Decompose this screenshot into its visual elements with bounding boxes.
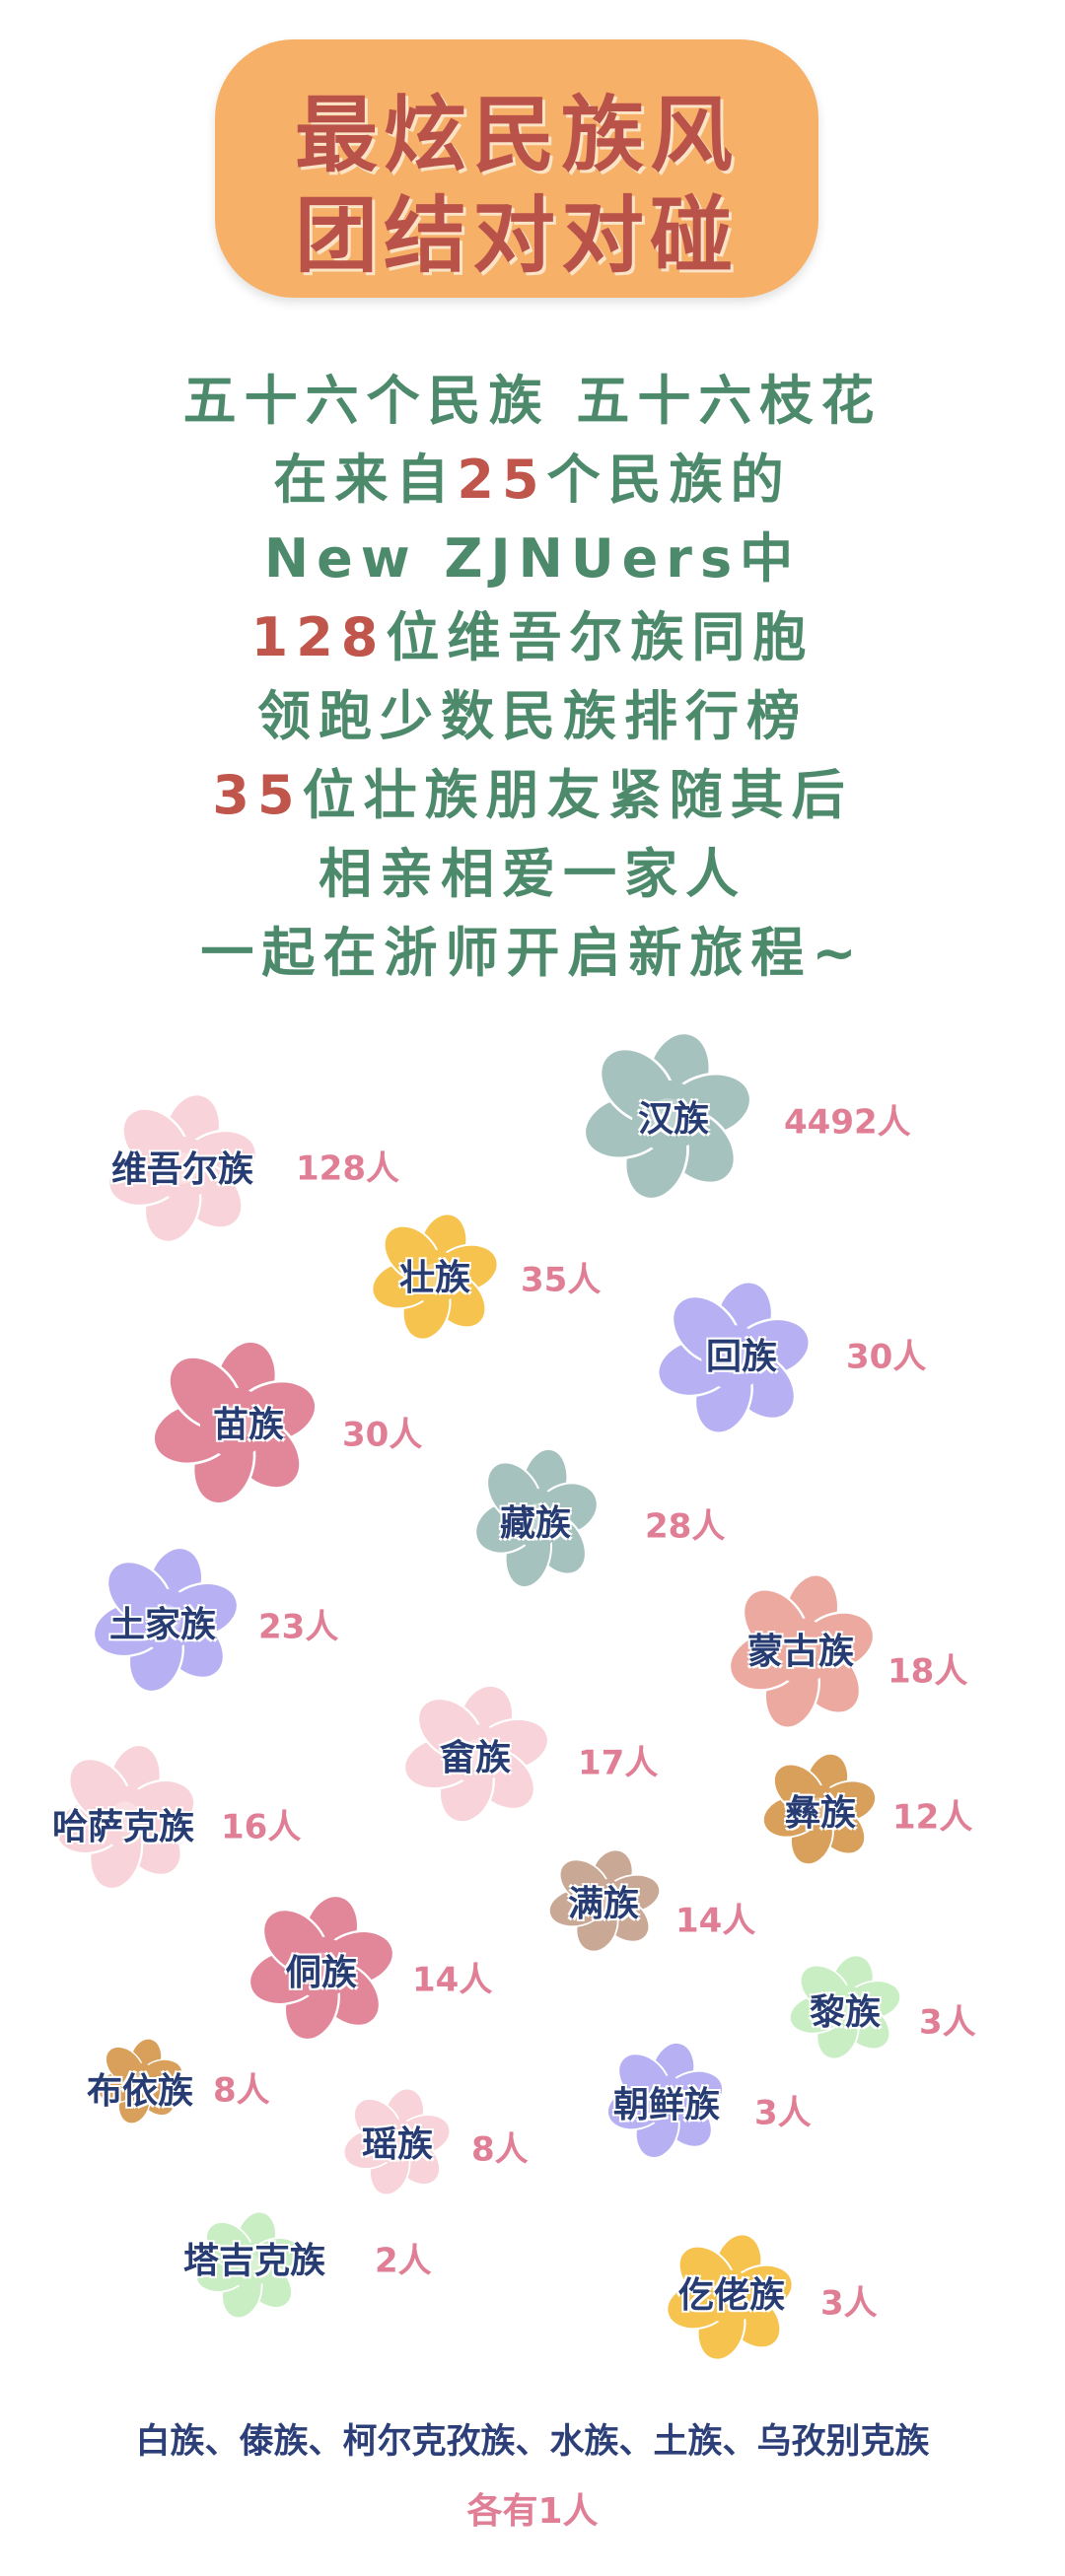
group-name: 塔吉克族 (182, 2241, 326, 2281)
intro-line-7: 相亲相爱一家人 (319, 843, 746, 905)
group-name: 彝族 (784, 1793, 857, 1834)
intro-line-3: New ZJNUers中 (263, 527, 802, 590)
group-count: 17人 (578, 1743, 659, 1783)
uyghur-count-number: 128 (250, 606, 387, 668)
flower-icon (653, 1277, 815, 1438)
footer-each-one: 各有1人 (466, 2491, 599, 2532)
intro-line-8: 一起在浙师开启新旅程~ (200, 922, 865, 984)
flower-icon (368, 1210, 502, 1344)
flower-icon (759, 1750, 880, 1868)
group-count: 3人 (820, 2283, 878, 2324)
flower-icon (104, 1089, 261, 1247)
group-name: 汉族 (637, 1099, 710, 1140)
flower-icon (545, 1846, 664, 1955)
group-count: 3人 (754, 2093, 812, 2133)
flower-icon (786, 1952, 904, 2062)
flower-icon (89, 1543, 243, 1697)
group-count: 35人 (521, 1260, 602, 1300)
group-name: 仡佬族 (677, 2275, 786, 2316)
intro-line-2-pre: 在来自 (273, 449, 458, 511)
group-name: 维吾尔族 (110, 1149, 254, 1190)
group-name: 满族 (567, 1884, 640, 1924)
group-count: 30人 (342, 1415, 423, 1455)
group-count: 23人 (258, 1607, 339, 1647)
group-name: 蒙古族 (746, 1632, 855, 1672)
intro-line-6: 35位壮族朋友紧随其后 (0, 751, 1065, 829)
group-count: 128人 (296, 1149, 399, 1189)
title-line-2: 团结对对碰 (294, 187, 739, 284)
group-name: 朝鲜族 (612, 2085, 721, 2125)
group-name: 苗族 (212, 1405, 285, 1445)
group-name: 布依族 (86, 2071, 194, 2112)
group-name: 土家族 (108, 1605, 217, 1645)
group-name: 瑶族 (361, 2124, 434, 2165)
intro-line-1: 五十六个民族 五十六枝花 (182, 370, 883, 432)
flower-icon (663, 2230, 797, 2364)
flower-icon (95, 2036, 185, 2126)
intro-line-5: 领跑少数民族排行榜 (257, 685, 808, 747)
footer-others: 白族、傣族、柯尔克孜族、水族、土族、乌孜别克族 (135, 2422, 930, 2462)
zhuang-count-number: 35 (212, 764, 303, 826)
group-name: 藏族 (499, 1503, 572, 1544)
group-count: 16人 (221, 1807, 302, 1847)
group-count: 14人 (675, 1901, 756, 1941)
group-name: 壮族 (398, 1258, 471, 1298)
intro-line-6-post: 位壮族朋友紧随其后 (302, 764, 853, 826)
group-count: 14人 (412, 1960, 493, 2000)
ethnic-count-number: 25 (457, 449, 547, 511)
group-count: 28人 (645, 1506, 726, 1547)
flower-icon (579, 1027, 756, 1205)
group-name: 黎族 (809, 1992, 882, 2033)
flower-icon (340, 2085, 454, 2198)
intro-line-2-post: 个民族的 (546, 449, 792, 511)
group-name: 侗族 (285, 1953, 358, 1993)
group-count: 8人 (471, 2129, 529, 2170)
group-name: 哈萨克族 (51, 1807, 195, 1847)
intro-line-4: 128位维吾尔族同胞 (0, 593, 1065, 671)
group-count: 3人 (919, 2002, 976, 2043)
title-banner: 最炫民族风 团结对对碰 (215, 39, 818, 298)
group-name: 回族 (705, 1337, 778, 1377)
flower-icon (604, 2039, 727, 2162)
group-count: 2人 (375, 2241, 432, 2281)
intro-line-2: 在来自25个民族的 (0, 436, 1065, 514)
group-count: 8人 (213, 2070, 270, 2111)
group-count: 30人 (846, 1337, 927, 1377)
flower-icon (399, 1681, 553, 1827)
flower-icon (51, 1740, 199, 1894)
intro-line-4-post: 位维吾尔族同胞 (386, 606, 815, 668)
flower-icon (245, 1891, 398, 2045)
group-count: 4492人 (784, 1102, 911, 1143)
group-count: 18人 (888, 1651, 968, 1692)
flower-icon (471, 1444, 602, 1592)
flower-icon (192, 2208, 306, 2322)
flower-icon (148, 1336, 321, 1509)
title-line-1: 最炫民族风 (294, 87, 739, 183)
group-name: 畲族 (439, 1738, 512, 1778)
flower-icon (725, 1569, 879, 1733)
group-count: 12人 (892, 1797, 973, 1838)
